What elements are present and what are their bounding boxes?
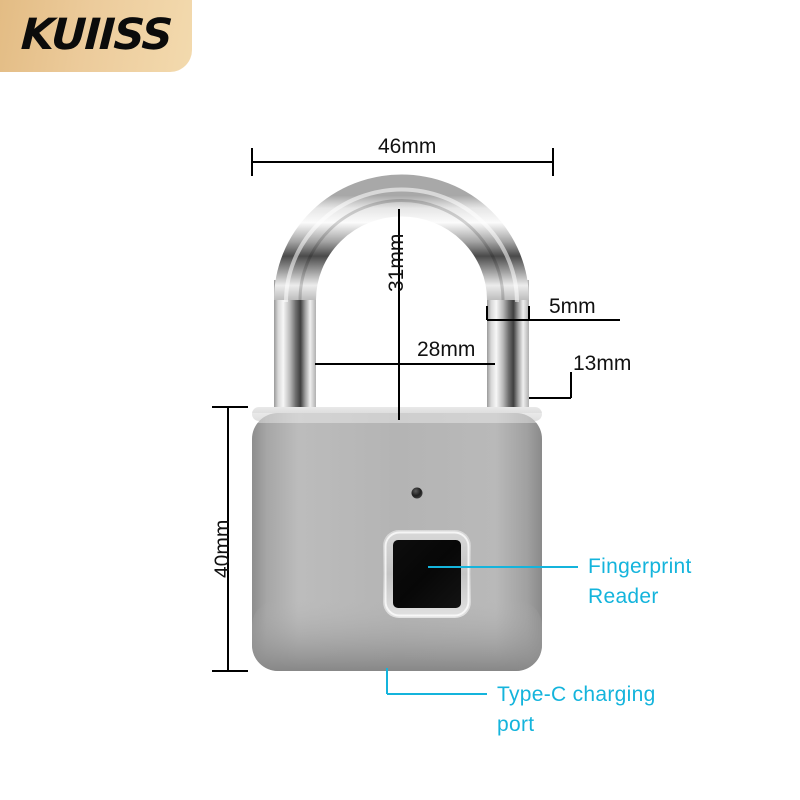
fingerprint-sensor <box>383 530 471 618</box>
brand-badge: KUIISS <box>0 0 192 72</box>
dimline-46mm <box>251 148 554 176</box>
dimension-label-13mm: 13mm <box>573 352 632 375</box>
dimension-label-46mm: 46mm <box>378 135 437 158</box>
dimline-40mm <box>212 406 248 672</box>
leader-typec <box>386 668 487 695</box>
callout-fingerprint-reader: Fingerprint Reader <box>588 555 692 608</box>
dimension-label-31mm: 31mm <box>385 233 408 292</box>
led-indicator <box>411 487 423 499</box>
padlock-shackle <box>274 174 529 420</box>
callout-type-c-port: Type-C charging port <box>497 683 656 736</box>
dimension-label-28mm: 28mm <box>417 338 476 361</box>
dimension-label-5mm: 5mm <box>549 295 596 318</box>
dimline-13mm <box>529 372 572 399</box>
dimline-5mm <box>486 306 620 321</box>
dimension-label-40mm: 40mm <box>211 519 234 578</box>
